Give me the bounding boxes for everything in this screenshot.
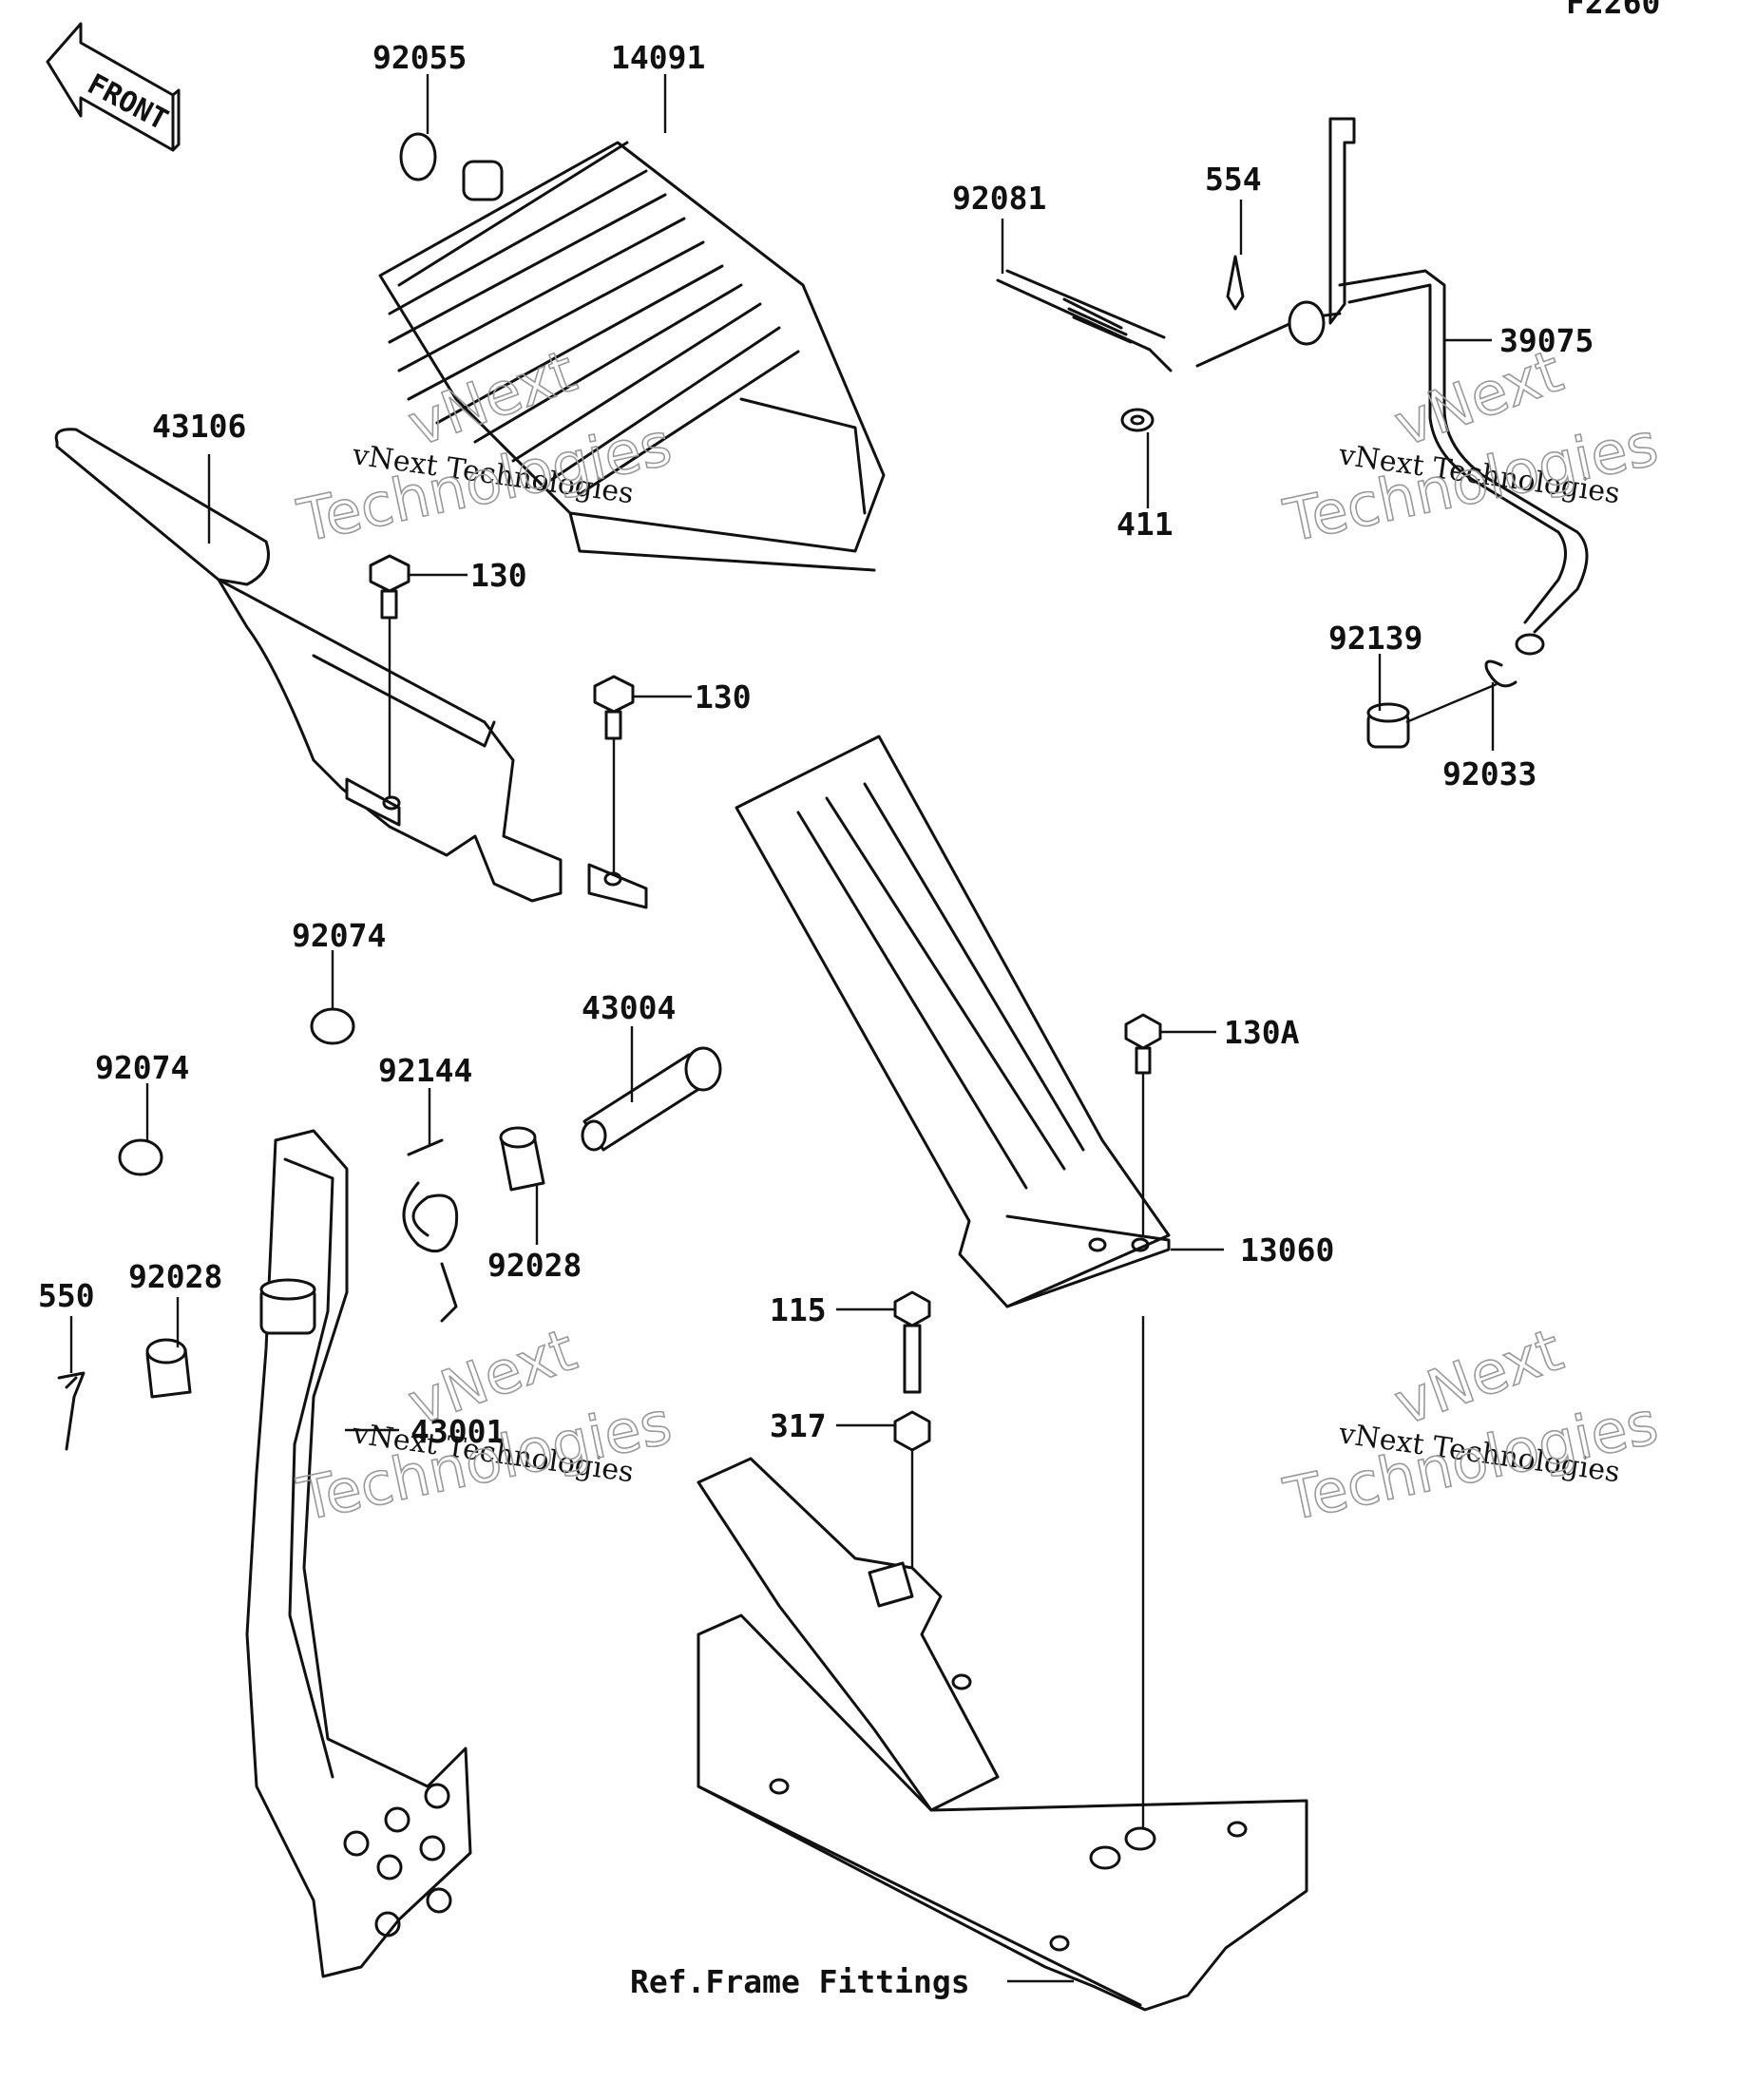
watermark-4: vNext Technologies vNext Technologies xyxy=(1277,1314,1664,1536)
part-92081-rod xyxy=(996,219,1173,372)
watermark-2: vNext Technologies vNext Technologies xyxy=(1277,335,1664,557)
callout-92033: 92033 xyxy=(1442,755,1537,792)
part-92144-spring xyxy=(402,1088,459,1323)
callout-92055: 92055 xyxy=(372,39,467,76)
callout-92028-2: 92028 xyxy=(128,1258,222,1295)
part-317-nut xyxy=(836,1410,931,1577)
part-92028-bushing-2 xyxy=(145,1297,192,1399)
callout-43004: 43004 xyxy=(582,989,676,1026)
ref-frame-fittings-label: Ref.Frame Fittings xyxy=(630,1963,970,2000)
callout-130-2: 130 xyxy=(695,678,752,716)
callout-92144: 92144 xyxy=(378,1052,472,1089)
part-14091-boot xyxy=(378,74,886,572)
figure-code: F2260 xyxy=(1566,0,1660,21)
callout-550: 550 xyxy=(38,1277,95,1314)
part-92139-collar xyxy=(1366,654,1410,749)
part-39075-rod xyxy=(1195,117,1589,656)
part-92033-snapring xyxy=(1405,659,1517,751)
part-92055-oring xyxy=(399,74,437,181)
front-arrow-icon: FRONT xyxy=(46,22,181,152)
callout-92081: 92081 xyxy=(952,180,1046,217)
part-13060-pedal xyxy=(735,735,1224,1308)
callout-130-1: 130 xyxy=(470,557,527,594)
callout-92074-2: 92074 xyxy=(95,1049,189,1086)
callout-317: 317 xyxy=(770,1407,827,1444)
part-130A-bolt xyxy=(1124,1013,1216,1235)
part-92074-grommet-1 xyxy=(310,950,355,1045)
callout-115: 115 xyxy=(770,1291,827,1328)
callout-39075: 39075 xyxy=(1499,322,1594,359)
callout-92028-1: 92028 xyxy=(487,1247,582,1284)
callout-14091: 14091 xyxy=(611,39,705,76)
part-130-bolt-1 xyxy=(369,554,468,798)
part-115-bolt xyxy=(836,1290,931,1394)
part-554-clip xyxy=(1226,200,1245,311)
callout-411: 411 xyxy=(1117,506,1174,543)
part-411-washer xyxy=(1120,408,1155,508)
frame-fittings xyxy=(697,1316,1308,2012)
part-92028-bushing-1 xyxy=(499,1126,545,1245)
callout-92139: 92139 xyxy=(1328,620,1422,657)
part-92074-grommet-2 xyxy=(118,1083,163,1176)
part-43001-brakepedal xyxy=(245,1129,472,1978)
callout-13060: 13060 xyxy=(1240,1231,1334,1269)
callout-92074-1: 92074 xyxy=(292,917,386,954)
callout-554: 554 xyxy=(1205,161,1262,198)
callout-43106: 43106 xyxy=(152,408,246,445)
callout-43001: 43001 xyxy=(410,1413,505,1450)
part-550-cotterpin xyxy=(57,1316,86,1451)
callout-130A: 130A xyxy=(1224,1014,1300,1051)
part-43004-pin xyxy=(581,1026,722,1152)
part-130-bolt-2 xyxy=(593,675,692,874)
